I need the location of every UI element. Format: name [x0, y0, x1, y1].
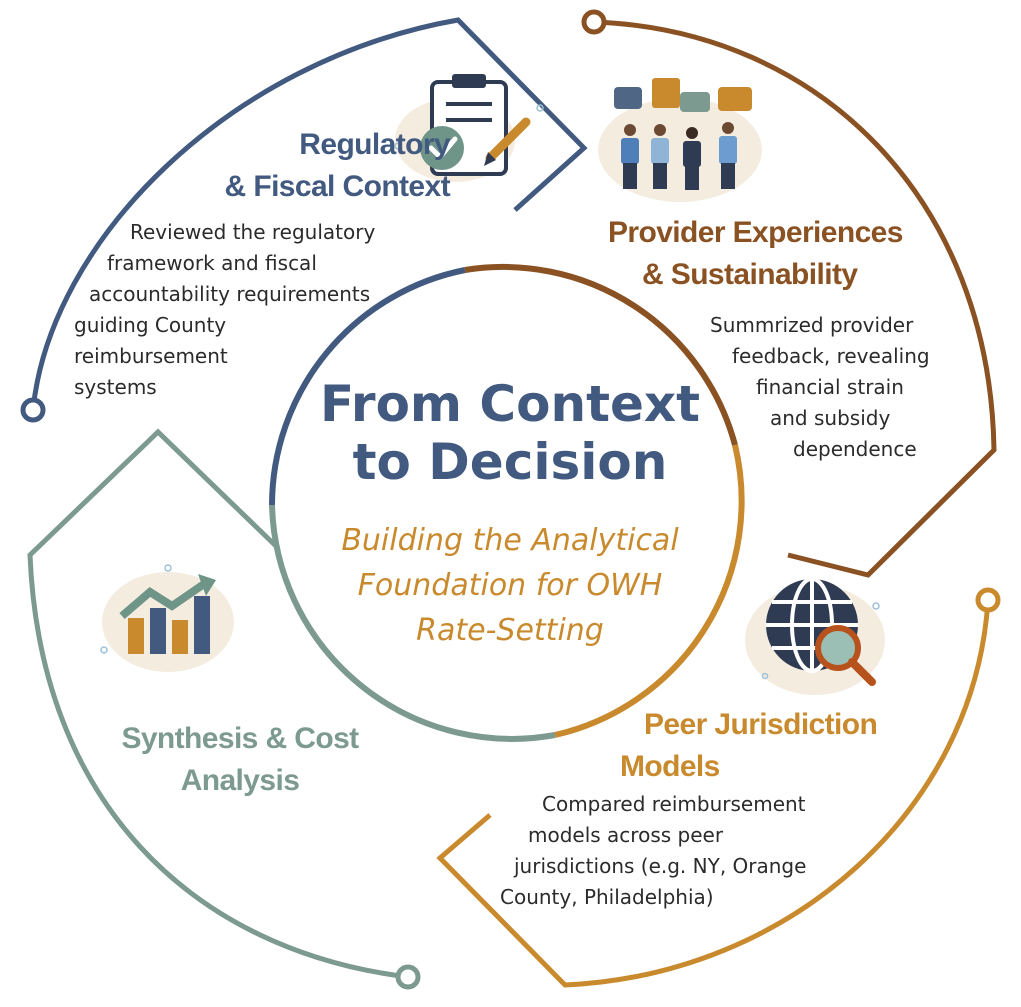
synthesis-arc-end-icon	[395, 964, 421, 990]
center-ring-gold	[554, 444, 745, 738]
provider-title-line: & Sustainability	[642, 258, 858, 291]
provider-body-line: dependence	[793, 437, 917, 461]
regulatory-title-line: & Fiscal Context	[224, 170, 451, 203]
provider-arc	[593, 19, 997, 578]
globe-magnifier-icon	[745, 577, 885, 695]
center-title: From Context to Decision	[290, 375, 730, 491]
center-title-line: to Decision	[352, 433, 668, 491]
peer-body-line: County, Philadelphia)	[500, 885, 714, 909]
provider-body: Summrized provider feedback, revealing f…	[700, 310, 960, 465]
provider-body-line: feedback, revealing	[732, 344, 930, 368]
provider-body-line: financial strain	[756, 375, 904, 399]
regulatory-body-line: framework and fiscal	[107, 251, 317, 275]
synthesis-title-line: Analysis	[180, 764, 300, 797]
peer-body-line: models across peer	[528, 823, 724, 847]
regulatory-body-line: guiding County	[74, 313, 227, 337]
regulatory-body-line: systems	[74, 375, 157, 399]
regulatory-arc-end-icon	[20, 397, 46, 423]
peer-arc	[436, 599, 991, 988]
peer-title-line: Peer Jurisdiction	[644, 708, 878, 741]
peer-body-line: jurisdictions (e.g. NY, Orange	[514, 854, 807, 878]
people-discussion-icon	[598, 78, 762, 202]
regulatory-body-line: reimbursement	[74, 344, 228, 368]
provider-body-line: Summrized provider	[710, 313, 914, 337]
regulatory-title: Regulatory & Fiscal Context	[190, 124, 451, 208]
peer-body: Compared reimbursement models across pee…	[490, 789, 830, 913]
synthesis-title-line: Synthesis & Cost	[121, 722, 359, 755]
provider-arc-end-icon	[581, 9, 607, 35]
peer-title: Peer Jurisdiction Models	[610, 704, 910, 788]
center-title-line: From Context	[319, 375, 701, 433]
center-subtitle-line: Rate-Setting	[416, 613, 604, 648]
synthesis-title: Synthesis & Cost Analysis	[110, 718, 370, 802]
growth-chart-icon	[100, 564, 234, 672]
provider-title: Provider Experiences & Sustainability	[598, 212, 918, 296]
peer-title-line: Models	[620, 750, 720, 783]
regulatory-title-line: Regulatory	[299, 128, 450, 161]
regulatory-arc	[30, 17, 588, 411]
provider-body-line: and subsidy	[770, 406, 891, 430]
center-ring-navy	[269, 267, 466, 506]
provider-title-line: Provider Experiences	[608, 216, 903, 249]
regulatory-body: Reviewed the regulatory framework and fi…	[0, 217, 380, 403]
center-subtitle-line: Foundation for OWH	[357, 568, 663, 603]
peer-arc-end-icon	[975, 587, 1001, 613]
checklist-clipboard-icon	[394, 74, 544, 182]
peer-body-line: Compared reimbursement	[542, 792, 806, 816]
center-ring-brown	[464, 263, 738, 446]
center-ring-sage	[269, 504, 556, 742]
regulatory-body-line: Reviewed the regulatory	[130, 220, 376, 244]
regulatory-body-line: accountability requirements	[89, 282, 371, 306]
center-subtitle-line: Building the Analytical	[341, 523, 679, 558]
synthesis-arc	[27, 428, 409, 980]
center-subtitle: Building the Analytical Foundation for O…	[300, 518, 720, 653]
